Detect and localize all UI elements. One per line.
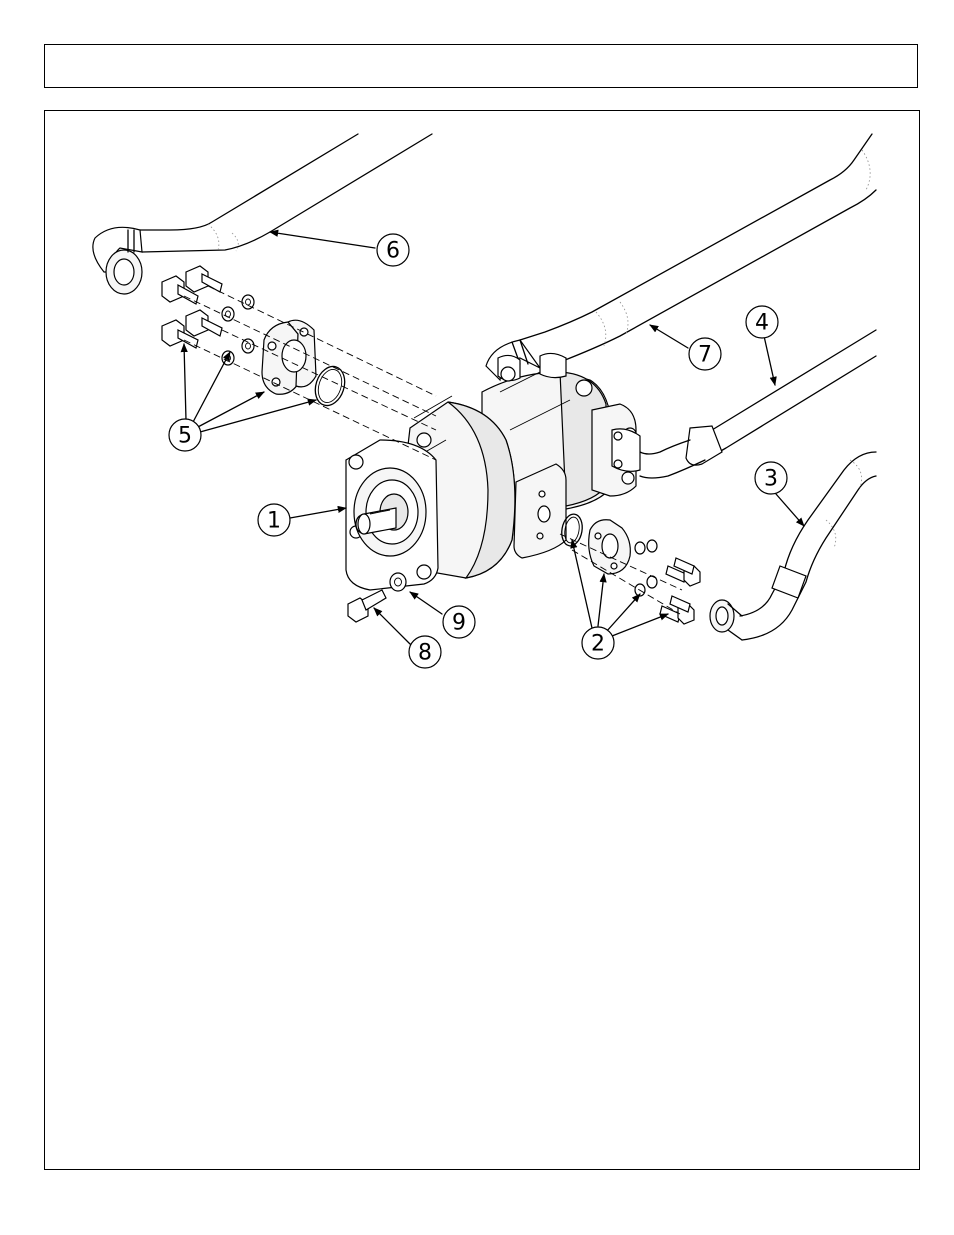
callout-9: 9 xyxy=(443,606,475,638)
callout-1: 1 xyxy=(258,504,290,536)
callout-1-label: 1 xyxy=(267,509,281,534)
callout-6-label: 6 xyxy=(386,239,400,264)
callout-7: 7 xyxy=(689,338,721,370)
callout-6: 6 xyxy=(377,234,409,266)
hose-6 xyxy=(93,134,432,294)
callout-4: 4 xyxy=(746,306,778,338)
callout-5: 5 xyxy=(169,419,201,451)
callout-3: 3 xyxy=(755,462,787,494)
callout-7-label: 7 xyxy=(698,343,712,368)
flange-kit-2 xyxy=(559,513,700,624)
callout-2-label: 2 xyxy=(591,632,605,657)
callout-8: 8 xyxy=(409,636,441,668)
callout-5-label: 5 xyxy=(178,424,192,449)
callout-4-label: 4 xyxy=(755,311,769,336)
hose-4 xyxy=(640,330,876,478)
callout-9-label: 9 xyxy=(452,611,466,636)
callout-8-label: 8 xyxy=(418,641,432,666)
callout-3-label: 3 xyxy=(764,467,778,492)
callout-2: 2 xyxy=(582,627,614,659)
hose-3 xyxy=(710,452,876,640)
